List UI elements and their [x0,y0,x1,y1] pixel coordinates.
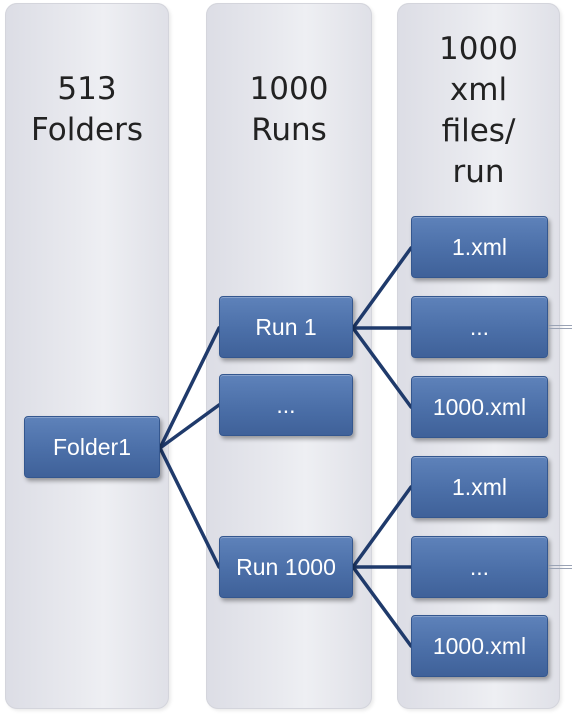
connector-run1000-to-g2-first [351,485,413,569]
continuation-stub-2 [548,565,572,569]
xml-header-line-3: files/ [441,113,516,149]
xml-files-column-header: 1000 xml files/ run [397,29,560,193]
connector-folder-to-run1 [158,326,221,450]
xml-node-group2-last: 1000.xml [411,615,548,677]
connector-folder-to-run-ellipsis [158,403,221,450]
continuation-stub-1 [548,325,572,329]
run-node-first: Run 1 [219,296,353,358]
connector-folder-to-run1000 [158,446,221,569]
xml-node-group2-first: 1.xml [411,456,548,518]
xml-node-group1-first: 1.xml [411,216,548,278]
connector-run1-to-g1-first [351,246,413,330]
xml-node-group1-last: 1000.xml [411,376,548,438]
runs-column-header: 1000 Runs [206,69,372,151]
xml-node-group1-ellipsis: ... [411,296,548,358]
folders-header-line-1: 513 [57,71,117,107]
folder-node: Folder1 [24,416,160,478]
xml-header-line-2: xml [449,72,508,108]
connector-run1-to-g1-last [351,326,413,409]
run-node-last: Run 1000 [219,536,353,598]
xml-header-line-1: 1000 [439,31,518,67]
folders-column: 513 Folders [5,3,169,709]
connector-run1000-to-g2-last [351,565,413,648]
folders-header-line-2: Folders [31,112,143,148]
runs-header-line-2: Runs [251,112,327,148]
folders-column-header: 513 Folders [5,69,169,151]
xml-header-line-4: run [452,154,505,190]
runs-header-line-1: 1000 [249,71,329,107]
run-node-ellipsis: ... [219,374,353,436]
xml-node-group2-ellipsis: ... [411,536,548,598]
